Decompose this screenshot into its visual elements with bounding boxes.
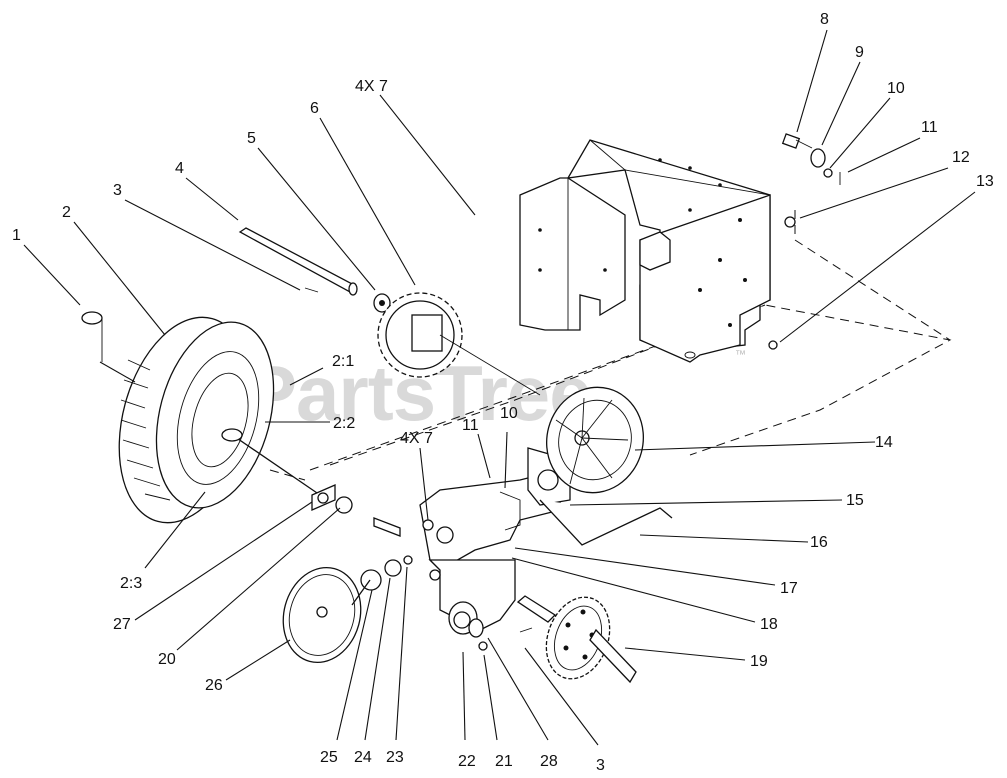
callout-11-lower: 11 (462, 417, 479, 434)
callout-13: 13 (976, 173, 994, 190)
callout-4x7-upper: 4X 7 (355, 78, 388, 95)
callout-20: 20 (158, 651, 176, 668)
callout-28: 28 (540, 753, 558, 770)
control-rod (539, 499, 673, 546)
callout-27: 27 (113, 616, 131, 633)
bushings-washers (311, 484, 413, 591)
callout-2-3: 2:3 (120, 575, 142, 592)
callout-24: 24 (354, 749, 372, 766)
callout-6: 6 (310, 100, 319, 117)
leader-lines (23, 29, 976, 746)
callout-25: 25 (320, 749, 338, 766)
callout-15: 15 (846, 492, 864, 509)
callout-23: 23 (386, 749, 404, 766)
callout-4: 4 (175, 160, 184, 177)
callout-12: 12 (952, 149, 970, 166)
callout-18: 18 (760, 616, 778, 633)
callout-22: 22 (458, 753, 476, 770)
callout-4x7-lower: 4X 7 (400, 430, 433, 447)
wheel-tire-assembly (118, 316, 321, 524)
callout-2-1: 2:1 (332, 353, 354, 370)
callout-5: 5 (247, 130, 256, 147)
callout-3-lower: 3 (596, 757, 605, 774)
callout-26: 26 (205, 677, 223, 694)
drive-gear (516, 595, 637, 684)
axle-shaft (238, 227, 391, 313)
callout-10-lower: 10 (500, 405, 518, 422)
callout-21: 21 (495, 753, 513, 770)
callout-2: 2 (62, 204, 71, 221)
callout-17: 17 (780, 580, 798, 597)
callout-16: 16 (810, 534, 828, 551)
callout-labels: 1 2 3 4 5 6 4X 7 8 9 10 11 12 13 2:1 2:2… (12, 11, 994, 774)
callout-9: 9 (855, 44, 864, 61)
pulley-wheel (282, 566, 371, 664)
impeller-disc (545, 386, 645, 494)
callout-10-upper: 10 (887, 80, 905, 97)
drive-bracket-assembly (419, 447, 571, 631)
trademark-symbol: ™ (735, 349, 746, 361)
callout-11-upper: 11 (921, 119, 938, 136)
hitch-pin (81, 311, 103, 362)
frame-housing (519, 139, 771, 363)
sprocket (377, 292, 541, 396)
pivot-hardware (768, 133, 841, 350)
callout-2-2: 2:2 (333, 415, 355, 432)
callout-1: 1 (12, 227, 21, 244)
bearing-flange (448, 601, 488, 651)
callout-8: 8 (820, 11, 829, 28)
callout-19: 19 (750, 653, 768, 670)
assembly-dash-lines (269, 210, 952, 481)
callout-3: 3 (113, 182, 122, 199)
callout-14: 14 (875, 434, 893, 451)
